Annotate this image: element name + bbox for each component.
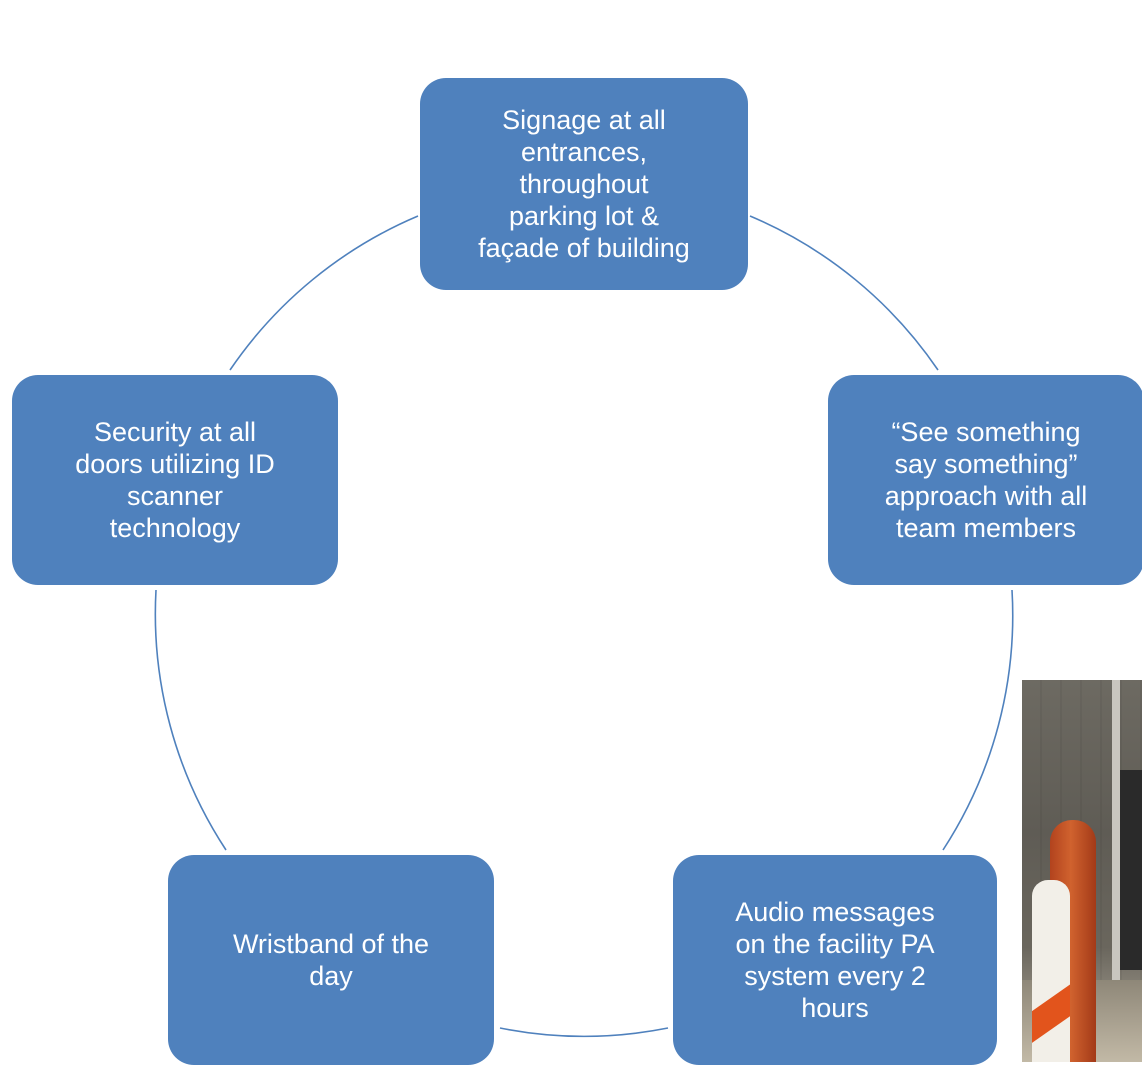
node-see-something-text: “See something say something” approach w… xyxy=(885,416,1088,544)
connector-top-right xyxy=(749,215,939,371)
node-security-line: technology xyxy=(109,513,241,543)
node-signage-line: entrances, xyxy=(520,137,648,167)
node-wristband-text: Wristband of the day xyxy=(233,928,429,992)
node-signage-line: façade of building xyxy=(478,233,690,263)
node-signage-line: throughout xyxy=(519,169,649,199)
connector-left-top xyxy=(229,215,419,371)
node-see-something-line: say something” xyxy=(894,449,1078,479)
photo-dark-doorway xyxy=(1120,770,1142,970)
node-security-line: scanner xyxy=(126,481,224,511)
photo-barrier-stripe xyxy=(1032,979,1070,1047)
node-see-something-line: approach with all xyxy=(884,481,1088,511)
node-signage: Signage at all entrances, throughout par… xyxy=(420,78,748,290)
node-audio-messages-line: on the facility PA xyxy=(735,929,935,959)
node-wristband-line: day xyxy=(309,961,353,991)
node-audio-messages-line: hours xyxy=(801,993,869,1023)
node-security-line: doors utilizing ID xyxy=(75,449,275,479)
node-security: Security at all doors utilizing ID scann… xyxy=(12,375,338,585)
node-see-something-line: team members xyxy=(895,513,1077,543)
node-audio-messages-line: system every 2 xyxy=(744,961,926,991)
photo-pole xyxy=(1112,680,1120,1062)
connector-bottomright-bottomleft xyxy=(499,1027,669,1038)
node-audio-messages: Audio messages on the facility PA system… xyxy=(673,855,997,1065)
connector-right-bottomright xyxy=(942,589,1014,851)
node-security-line: Security at all xyxy=(93,417,257,447)
node-signage-text: Signage at all entrances, throughout par… xyxy=(478,104,690,264)
node-see-something: “See something say something” approach w… xyxy=(828,375,1142,585)
photo-barrier xyxy=(1032,880,1070,1062)
node-audio-messages-line: Audio messages xyxy=(735,897,935,927)
node-signage-line: parking lot & xyxy=(508,201,660,231)
node-see-something-line: “See something xyxy=(891,417,1081,447)
connector-bottomleft-left xyxy=(154,589,227,851)
node-wristband-line: Wristband of the xyxy=(232,929,430,959)
photo-fragment xyxy=(1022,680,1142,1062)
node-security-text: Security at all doors utilizing ID scann… xyxy=(75,416,275,544)
node-signage-line: Signage at all xyxy=(502,105,666,135)
node-audio-messages-text: Audio messages on the facility PA system… xyxy=(735,896,935,1024)
node-wristband: Wristband of the day xyxy=(168,855,494,1065)
